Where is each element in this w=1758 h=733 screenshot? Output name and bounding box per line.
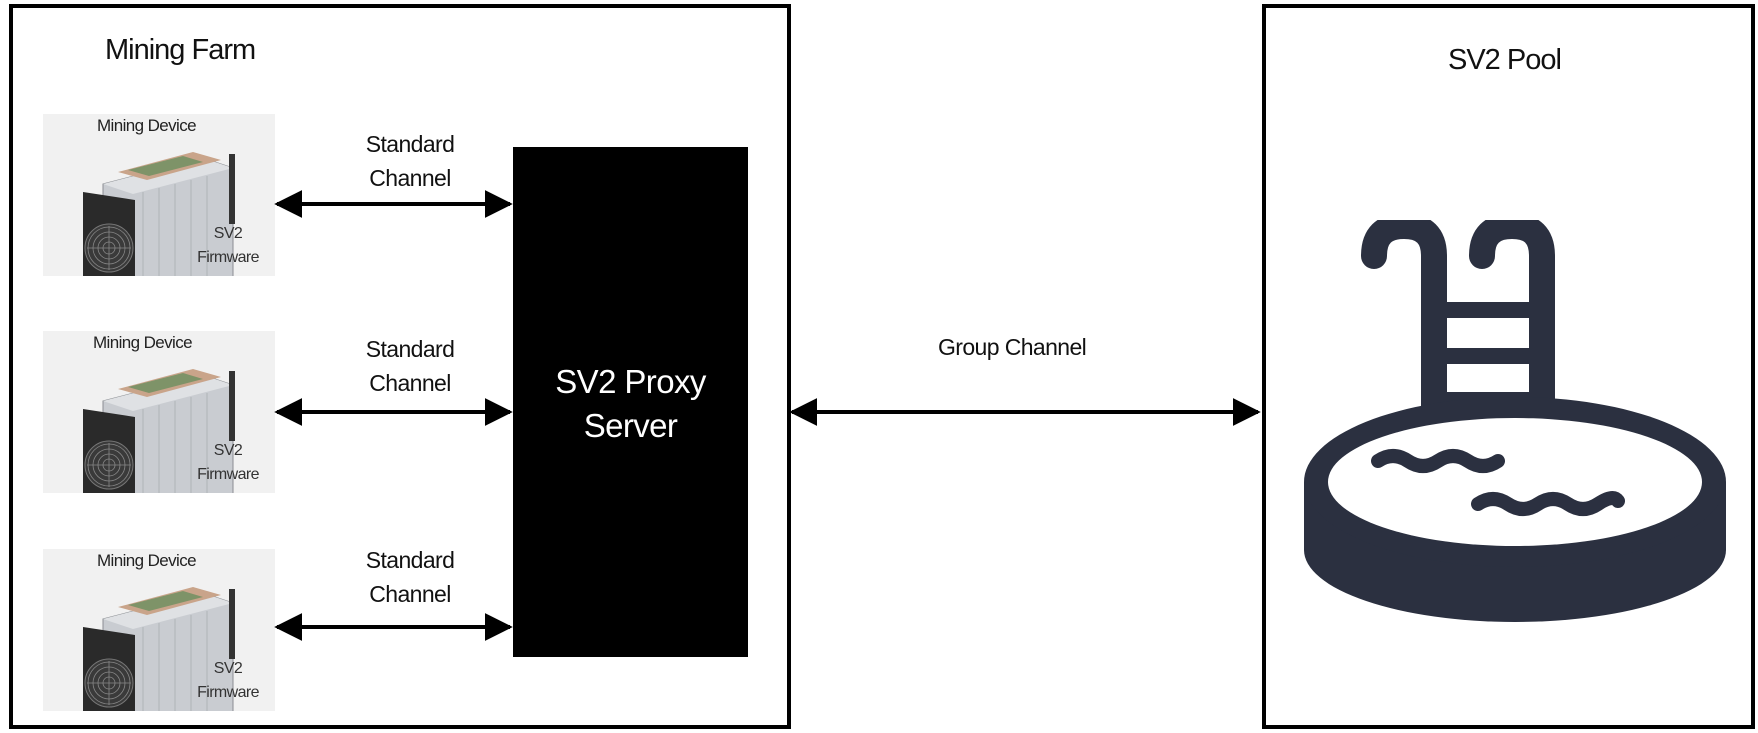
asic-miner-icon [83,369,235,493]
asic-miner-icon [83,152,235,276]
mining-device-1: Mining Device SV2 Firmware [43,114,275,276]
firmware-label: SV2 Firmware [183,222,273,270]
mining-farm-title: Mining Farm [105,34,256,66]
mining-device-3: Mining Device SV2 Firmware [43,549,275,711]
sv2-pool-title: SV2 Pool [1448,44,1562,76]
proxy-server-label: SV2 Proxy Server [555,363,706,444]
device-name: Mining Device [97,116,197,135]
firmware-line1: SV2 [213,660,243,677]
firmware-line2: Firmware [197,466,259,483]
standard-channel-label-3: Standard Channel [330,543,490,611]
device-name: Mining Device [93,333,193,352]
firmware-line2: Firmware [197,684,259,701]
swimming-pool-icon [1304,220,1726,622]
mining-device-2: Mining Device SV2 Firmware [43,331,275,493]
firmware-line2: Firmware [197,249,259,266]
firmware-line1: SV2 [213,442,243,459]
standard-channel-label-2: Standard Channel [330,332,490,400]
channel-line1: Standard [365,131,455,157]
sv2-proxy-server: SV2 Proxy Server [513,147,748,657]
firmware-label: SV2 Firmware [183,439,273,487]
asic-miner-icon [83,587,235,711]
firmware-line1: SV2 [213,225,243,242]
group-channel-label: Group Channel [938,334,1087,360]
firmware-label: SV2 Firmware [183,657,273,705]
channel-line2: Channel [369,165,451,191]
channel-line2: Channel [369,581,451,607]
standard-channel-label-1: Standard Channel [330,127,490,195]
channel-line1: Standard [365,336,455,362]
device-name: Mining Device [97,551,197,570]
channel-line2: Channel [369,370,451,396]
channel-line1: Standard [365,547,455,573]
